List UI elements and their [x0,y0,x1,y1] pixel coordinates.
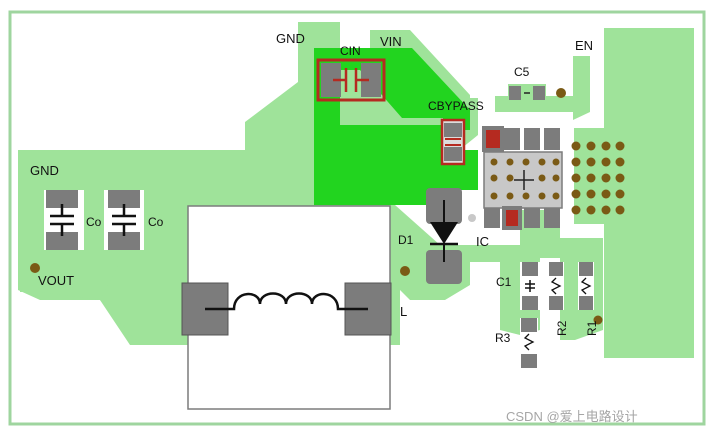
d1-pad-bottom [426,250,462,284]
c5-pad-right [533,86,545,100]
ic-pin-7 [502,206,522,230]
label-vout: VOUT [38,273,74,288]
cin-pad-right [361,63,381,97]
co2-pad-bottom [108,232,140,250]
cbypass-pad-top [444,123,462,137]
c1-part [520,262,540,310]
cin-outline [316,58,386,102]
ic-pin-1 [482,126,504,152]
co2-pad-top [108,190,140,208]
label-l: L [400,304,407,319]
inductor-coil [205,292,368,311]
c5-pad-left [509,86,521,100]
label-gnd-left: GND [30,163,59,178]
co1-pad-top [46,190,78,208]
label-r3: R3 [495,331,511,345]
cbypass-pad-bottom [444,147,462,161]
ic-pin-5 [544,208,560,228]
r1-part [578,262,603,325]
ic-pin1-mark [514,170,534,190]
label-ic: IC [476,234,489,249]
label-co-1: Co [86,215,102,229]
co1-symbol [50,204,74,236]
ic-pin-3 [524,128,540,150]
label-r2: R2 [555,320,569,336]
label-d1: D1 [398,233,414,247]
copper-vin-bright [314,48,478,205]
label-cbypass: CBYPASS [428,99,484,113]
cin-symbol [333,68,369,92]
co1-pad-bottom [46,232,78,250]
ic-vias [490,158,560,200]
vout-via [30,263,40,273]
label-c1: C1 [496,275,512,289]
cbypass-symbol [445,138,461,146]
co2-symbol [112,204,136,236]
label-r1: R1 [585,320,599,336]
ic-pin-2 [504,128,520,150]
d1-via-gray [468,214,476,222]
c5-via [556,88,566,98]
r2-part [548,262,564,310]
label-vin: VIN [380,34,402,49]
cin-pad-left [321,63,341,97]
label-co-2: Co [148,215,164,229]
watermark: CSDN @爱上电路设计 [506,409,638,424]
ic-pin-6 [524,208,540,228]
label-en: EN [575,38,593,53]
label-c5: C5 [514,65,530,79]
r3-part [520,318,538,368]
thermal-pad-vias [571,141,625,215]
l-via [400,266,410,276]
label-cin: CIN [340,44,361,58]
ic-pin-8 [484,208,500,228]
label-gnd-top: GND [276,31,305,46]
ic-pin-4 [544,128,560,150]
d1-triangle [430,222,458,244]
